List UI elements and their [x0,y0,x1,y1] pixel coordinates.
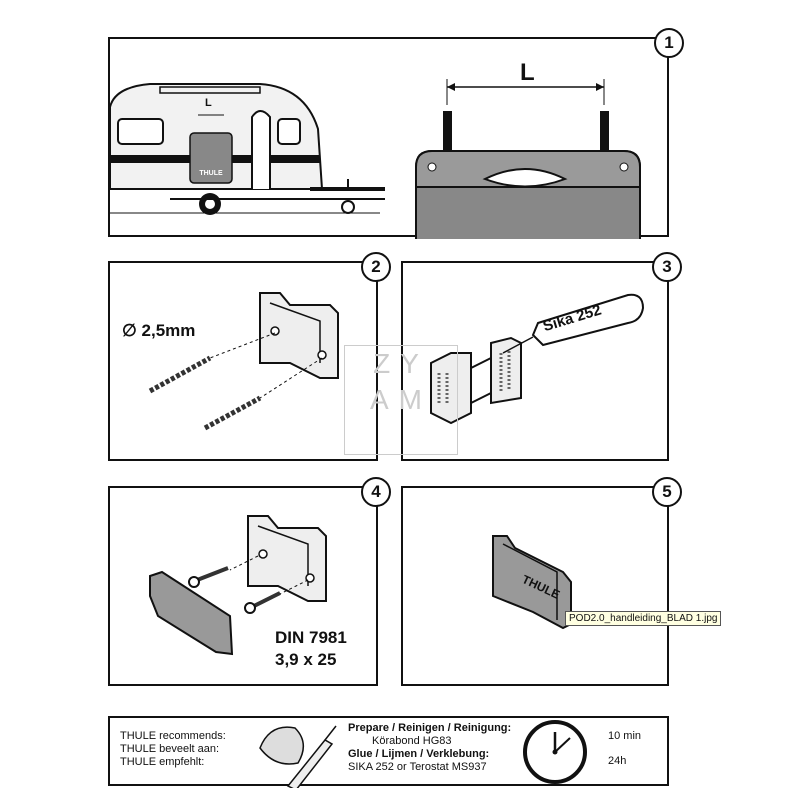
watermark-line2: AM [370,384,432,415]
dimension-label-small: L [205,97,212,109]
step-2-panel: ∅ 2,5mm [108,261,378,461]
step-5-panel: THULE [401,486,669,686]
step-number-3: 3 [652,252,682,282]
step-3-panel: Sika 252 [401,261,669,461]
glue-product: SIKA 252 or Terostat MS937 [348,761,487,773]
screw-spec-line1: DIN 7981 [275,628,347,647]
step-4-panel: DIN 7981 3,9 x 25 [108,486,378,686]
prepare-heading: Prepare / Reinigen / Reinigung: [348,722,512,734]
watermark-line1: ZY [373,348,429,379]
step-number-4: 4 [361,477,391,507]
footer-illustrations [259,720,587,788]
prepare-product: Körabond HG83 [372,735,452,747]
step-number-1: 1 [654,28,684,58]
drill-size-label: ∅ 2,5mm [122,321,196,340]
screw-mounting-illustration [149,515,327,656]
drill-holes-illustration [148,292,339,431]
recommends-de: THULE empfehlt: [120,756,205,768]
time-glue: 24h [608,755,627,767]
filename-tooltip: POD2.0_handleiding_BLAD 1.jpg [565,611,722,626]
mounted-bracket-illustration [492,535,572,630]
glue-heading: Glue / Lijmen / Verklebung: [348,748,490,760]
cloth-icon [259,726,304,765]
footer-panel: THULE recommends: THULE beveelt aan: THU… [108,716,669,788]
step-1-panel: THULE L L [108,37,669,239]
svg-text:THULE: THULE [199,170,223,177]
recommends-nl: THULE beveelt aan: [120,743,220,755]
sealant-tube-icon [286,739,334,788]
step-number-5: 5 [652,477,682,507]
recommends-en: THULE recommends: [120,730,226,742]
time-prepare: 10 min [608,730,642,742]
clock-icon [523,720,587,784]
step-number-2: 2 [361,252,391,282]
caravan-illustration: THULE [110,79,641,239]
watermark: ZY AM [344,345,458,455]
dimension-label-large: L [520,59,535,86]
sealant-illustration [430,293,645,425]
screw-spec-line2: 3,9 x 25 [275,650,337,669]
